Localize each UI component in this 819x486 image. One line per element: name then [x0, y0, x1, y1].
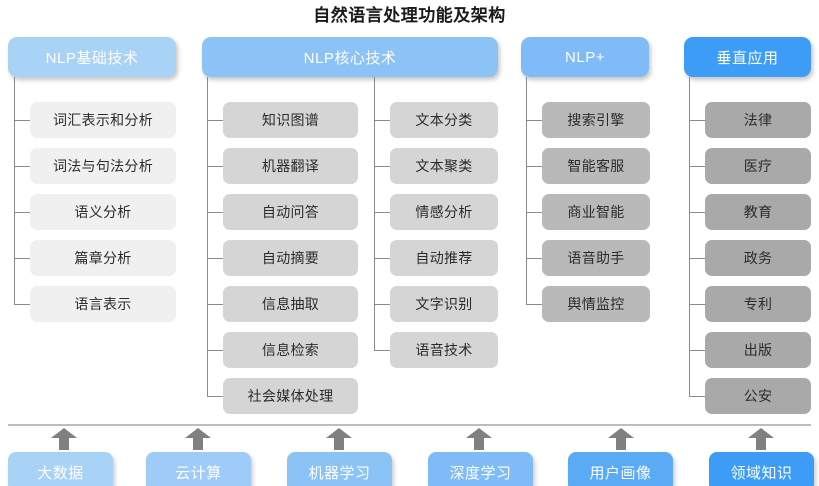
connector-stub [526, 120, 542, 121]
column-header-nlp-basic[interactable]: NLP基础技术 [8, 37, 176, 77]
connector-stub [526, 212, 542, 213]
up-arrow-icon [608, 428, 634, 450]
foundation-box-deep-learning[interactable]: 深度学习 [428, 452, 533, 486]
node-col2a-2[interactable]: 自动问答 [223, 194, 358, 230]
node-col4-2[interactable]: 教育 [705, 194, 811, 230]
foundation-box-machine-learning[interactable]: 机器学习 [287, 452, 392, 486]
node-col2a-1[interactable]: 机器翻译 [223, 148, 358, 184]
connector-line-col4 [689, 77, 690, 396]
up-arrow-icon [326, 428, 352, 450]
connector-stub [14, 258, 30, 259]
node-col2b-5[interactable]: 语音技术 [390, 332, 498, 368]
node-col2b-2[interactable]: 情感分析 [390, 194, 498, 230]
node-col2a-0[interactable]: 知识图谱 [223, 102, 358, 138]
node-col3-1[interactable]: 智能客服 [542, 148, 650, 184]
node-col1-3[interactable]: 篇章分析 [30, 240, 176, 276]
node-col2b-1[interactable]: 文本聚类 [390, 148, 498, 184]
node-col2a-3[interactable]: 自动摘要 [223, 240, 358, 276]
connector-stub [207, 350, 223, 351]
up-arrow-icon [185, 428, 211, 450]
node-col2a-5[interactable]: 信息检索 [223, 332, 358, 368]
node-col2b-3[interactable]: 自动推荐 [390, 240, 498, 276]
node-col1-2[interactable]: 语义分析 [30, 194, 176, 230]
section-divider [8, 424, 811, 426]
connector-stub [374, 258, 390, 259]
node-col1-0[interactable]: 词汇表示和分析 [30, 102, 176, 138]
column-header-nlp-core[interactable]: NLP核心技术 [202, 37, 498, 77]
connector-stub [207, 166, 223, 167]
node-col4-6[interactable]: 公安 [705, 378, 811, 414]
connector-stub [207, 396, 223, 397]
connector-stub [207, 212, 223, 213]
node-col3-2[interactable]: 商业智能 [542, 194, 650, 230]
node-col4-0[interactable]: 法律 [705, 102, 811, 138]
connector-stub [374, 120, 390, 121]
connector-stub [374, 166, 390, 167]
foundation-box-domain-knowledge[interactable]: 领域知识 [709, 452, 814, 486]
up-arrow-icon [748, 428, 774, 450]
connector-stub [14, 120, 30, 121]
connector-stub [14, 304, 30, 305]
connector-stub [374, 212, 390, 213]
node-col3-3[interactable]: 语音助手 [542, 240, 650, 276]
connector-line-col2-right [374, 77, 375, 350]
connector-stub [526, 258, 542, 259]
connector-stub [689, 120, 705, 121]
column-header-nlp-plus[interactable]: NLP+ [521, 37, 649, 77]
connector-line-col3 [526, 77, 527, 305]
node-col1-4[interactable]: 语言表示 [30, 286, 176, 322]
connector-line-col2-left [207, 77, 208, 396]
node-col4-5[interactable]: 出版 [705, 332, 811, 368]
connector-stub [14, 166, 30, 167]
connector-stub [689, 212, 705, 213]
connector-stub [526, 304, 542, 305]
connector-stub [14, 212, 30, 213]
connector-line-col1 [14, 77, 15, 305]
up-arrow-icon [51, 428, 77, 450]
node-col1-1[interactable]: 词法与句法分析 [30, 148, 176, 184]
node-col2b-4[interactable]: 文字识别 [390, 286, 498, 322]
foundation-box-cloud-computing[interactable]: 云计算 [146, 452, 251, 486]
connector-stub [689, 304, 705, 305]
node-col3-0[interactable]: 搜索引擎 [542, 102, 650, 138]
foundation-box-big-data[interactable]: 大数据 [8, 452, 113, 486]
connector-stub [207, 258, 223, 259]
foundation-box-user-profile[interactable]: 用户画像 [568, 452, 673, 486]
connector-stub [689, 350, 705, 351]
node-col2b-0[interactable]: 文本分类 [390, 102, 498, 138]
connector-stub [526, 166, 542, 167]
page-title: 自然语言处理功能及架构 [313, 6, 506, 25]
node-col2a-4[interactable]: 信息抽取 [223, 286, 358, 322]
node-col4-3[interactable]: 政务 [705, 240, 811, 276]
connector-stub [689, 396, 705, 397]
connector-stub [207, 120, 223, 121]
connector-stub [689, 258, 705, 259]
connector-stub [689, 166, 705, 167]
node-col4-1[interactable]: 医疗 [705, 148, 811, 184]
connector-stub [207, 304, 223, 305]
connector-stub [374, 350, 390, 351]
up-arrow-icon [466, 428, 492, 450]
node-col4-4[interactable]: 专利 [705, 286, 811, 322]
column-header-vertical-app[interactable]: 垂直应用 [684, 37, 811, 77]
connector-stub [374, 304, 390, 305]
node-col2a-6[interactable]: 社会媒体处理 [223, 378, 358, 414]
node-col3-4[interactable]: 舆情监控 [542, 286, 650, 322]
